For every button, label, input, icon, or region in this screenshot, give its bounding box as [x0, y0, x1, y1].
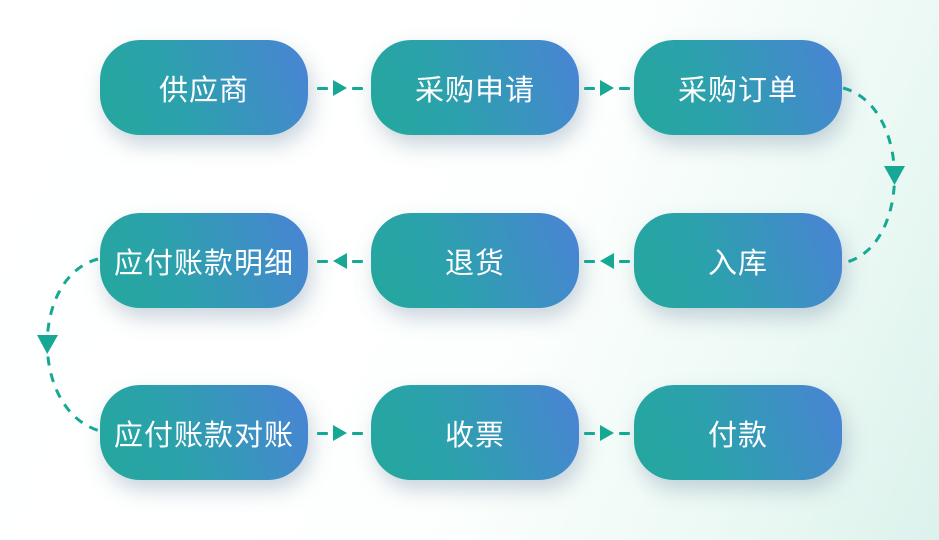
dash-segment — [618, 259, 630, 263]
flow-node-label: 入库 — [707, 245, 768, 280]
flow-node-label: 应付账款对账 — [113, 417, 294, 452]
dash-segment — [583, 431, 595, 435]
arrowhead-right-icon — [332, 80, 347, 96]
dash-segment — [351, 86, 363, 90]
flow-node-label: 供应商 — [158, 72, 249, 107]
curve-path — [842, 86, 896, 264]
flow-node-supplier: 供应商 — [100, 40, 308, 135]
dash-segment — [583, 259, 595, 263]
connector-return-to-apdetail — [308, 253, 371, 269]
arrowhead-right-icon — [599, 80, 614, 96]
dash-segment — [316, 431, 328, 435]
arrowhead-left-icon — [332, 253, 347, 269]
curve-path — [45, 257, 101, 433]
dash-segment — [351, 431, 363, 435]
arrowhead-down-icon — [37, 335, 58, 354]
dash-segment — [316, 86, 328, 90]
flow-node-payment: 付款 — [634, 385, 842, 480]
flow-node-label: 付款 — [707, 417, 768, 452]
connector-stockin-to-return — [579, 253, 634, 269]
arrowhead-down-icon — [884, 166, 905, 185]
connector-supplier-to-request — [308, 80, 371, 96]
flow-node-purchase-request: 采购申请 — [371, 40, 579, 135]
flow-node-label: 应付账款明细 — [113, 245, 294, 280]
flow-node-ap-detail: 应付账款明细 — [100, 213, 308, 308]
connector-reconcile-to-invoice — [308, 425, 371, 441]
connector-request-to-order — [579, 80, 634, 96]
flow-node-invoice-receipt: 收票 — [371, 385, 579, 480]
dash-segment — [618, 86, 630, 90]
connector-invoice-to-payment — [579, 425, 634, 441]
flow-node-label: 采购申请 — [414, 72, 535, 107]
arrowhead-right-icon — [599, 425, 614, 441]
dash-segment — [583, 86, 595, 90]
arrowhead-left-icon — [599, 253, 614, 269]
curve-connector-order-to-stockin — [842, 86, 905, 264]
dash-segment — [351, 259, 363, 263]
flow-node-stock-in: 入库 — [634, 213, 842, 308]
flow-node-ap-reconciliation: 应付账款对账 — [100, 385, 308, 480]
arrowhead-right-icon — [332, 425, 347, 441]
flow-node-return-goods: 退货 — [371, 213, 579, 308]
dash-segment — [316, 259, 328, 263]
curve-connector-apdetail-to-reconcile — [37, 257, 101, 433]
flow-node-purchase-order: 采购订单 — [634, 40, 842, 135]
flow-node-label: 退货 — [444, 245, 505, 280]
flow-node-label: 采购订单 — [677, 72, 798, 107]
dash-segment — [618, 431, 630, 435]
flow-node-label: 收票 — [444, 417, 505, 452]
